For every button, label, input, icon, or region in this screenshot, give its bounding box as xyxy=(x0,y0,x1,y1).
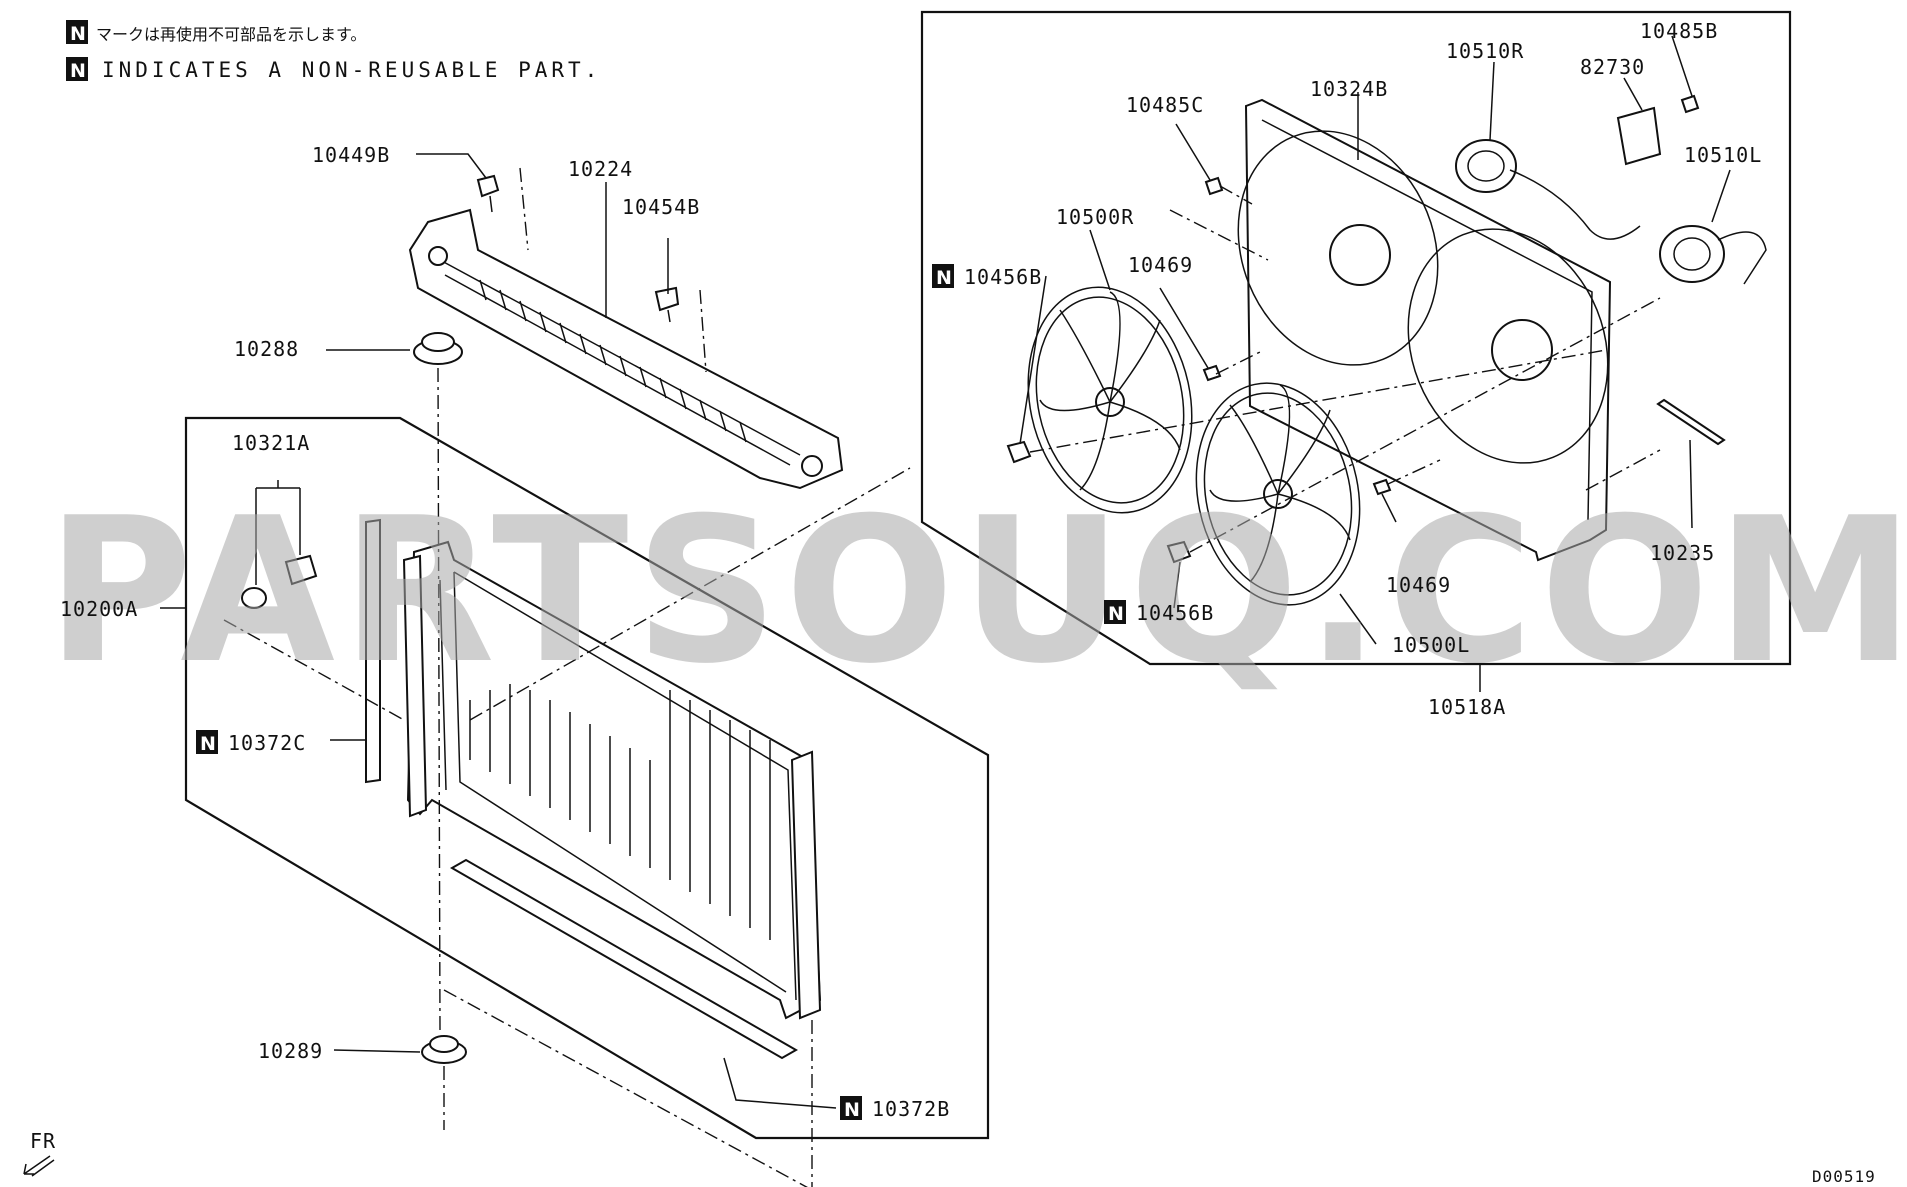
radiator-core xyxy=(402,540,822,1020)
non-reusable-badge xyxy=(66,20,88,44)
label-10456B-upper: 10456B xyxy=(964,265,1042,289)
non-reusable-badge xyxy=(66,57,88,81)
note-english: INDICATES A NON-REUSABLE PART. xyxy=(102,58,601,82)
motor-10510L xyxy=(1659,225,1767,285)
non-reusable-badge xyxy=(840,1096,862,1120)
clip-10454B xyxy=(654,286,680,323)
label-10235: 10235 xyxy=(1650,541,1715,565)
label-10469-lower: 10469 xyxy=(1386,573,1451,597)
fan-assembly-box xyxy=(920,10,1792,666)
label-10200A: 10200A xyxy=(60,597,138,621)
badge-letter: N xyxy=(70,23,86,45)
direction-label: FR xyxy=(30,1129,56,1153)
mount-10288 xyxy=(413,332,463,365)
label-10324B: 10324B xyxy=(1310,77,1388,101)
non-reusable-badge xyxy=(1104,600,1126,624)
bolt-10485B xyxy=(1680,94,1700,114)
label-10518A: 10518A xyxy=(1428,695,1506,719)
badge-letter: N xyxy=(200,733,216,755)
non-reusable-badge xyxy=(932,264,954,288)
leader-lines xyxy=(160,35,1731,1109)
radiator-group-box xyxy=(184,416,990,1140)
label-10321A: 10321A xyxy=(232,431,310,455)
alignment-lines xyxy=(223,167,1661,1187)
nut-10456B-lower xyxy=(1166,540,1192,564)
mount-10289 xyxy=(421,1035,467,1064)
label-10469-upper: 10469 xyxy=(1128,253,1193,277)
legend-notes: N マークは再使用不可部品を示します。 N INDICATES A NON-RE… xyxy=(66,20,601,82)
fan-10500L xyxy=(1195,382,1361,606)
label-10510L: 10510L xyxy=(1684,143,1762,167)
label-10288: 10288 xyxy=(234,337,299,361)
bolt-10485C xyxy=(1204,176,1224,196)
screw-10469-upper xyxy=(1202,364,1222,382)
label-10372C: 10372C xyxy=(228,731,306,755)
seal-10372C xyxy=(365,518,381,784)
label-82730: 82730 xyxy=(1580,55,1645,79)
nut-10456B-upper xyxy=(1006,440,1032,464)
non-reusable-badge xyxy=(196,730,218,754)
screw-10469-lower xyxy=(1372,478,1392,496)
diagram-code: D00519 xyxy=(1812,1167,1876,1186)
badge-letter: N xyxy=(70,60,86,82)
bracket-10235 xyxy=(1656,398,1726,446)
label-10485C: 10485C xyxy=(1126,93,1204,117)
note-japanese: マークは再使用不可部品を示します。 xyxy=(96,25,366,44)
label-10500R: 10500R xyxy=(1056,205,1134,229)
badge-letter: N xyxy=(936,267,952,289)
arrow-icon xyxy=(23,1155,55,1177)
seal-10372B xyxy=(449,858,799,1060)
label-10449B: 10449B xyxy=(312,143,390,167)
front-direction-indicator: FR xyxy=(23,1129,56,1177)
watermark: PARTSOUQ.COM xyxy=(46,475,1907,708)
callout-labels: 10449B 10224 10454B 10288 10321A 10200A … xyxy=(60,19,1762,1121)
label-10224: 10224 xyxy=(568,157,633,181)
label-10485B: 10485B xyxy=(1640,19,1718,43)
label-10456B-lower: 10456B xyxy=(1136,601,1214,625)
badge-letter: N xyxy=(1108,603,1124,625)
label-10500L: 10500L xyxy=(1392,633,1470,657)
fan-10500R xyxy=(1027,286,1193,514)
bolt-10449B xyxy=(476,174,500,213)
resistor-82730 xyxy=(1616,106,1662,166)
upper-support-10224 xyxy=(408,208,844,490)
motor-10510R xyxy=(1455,139,1641,240)
label-10454B: 10454B xyxy=(622,195,700,219)
label-10289: 10289 xyxy=(258,1039,323,1063)
badge-letter: N xyxy=(844,1099,860,1121)
label-10372B: 10372B xyxy=(872,1097,950,1121)
label-10510R: 10510R xyxy=(1446,39,1524,63)
